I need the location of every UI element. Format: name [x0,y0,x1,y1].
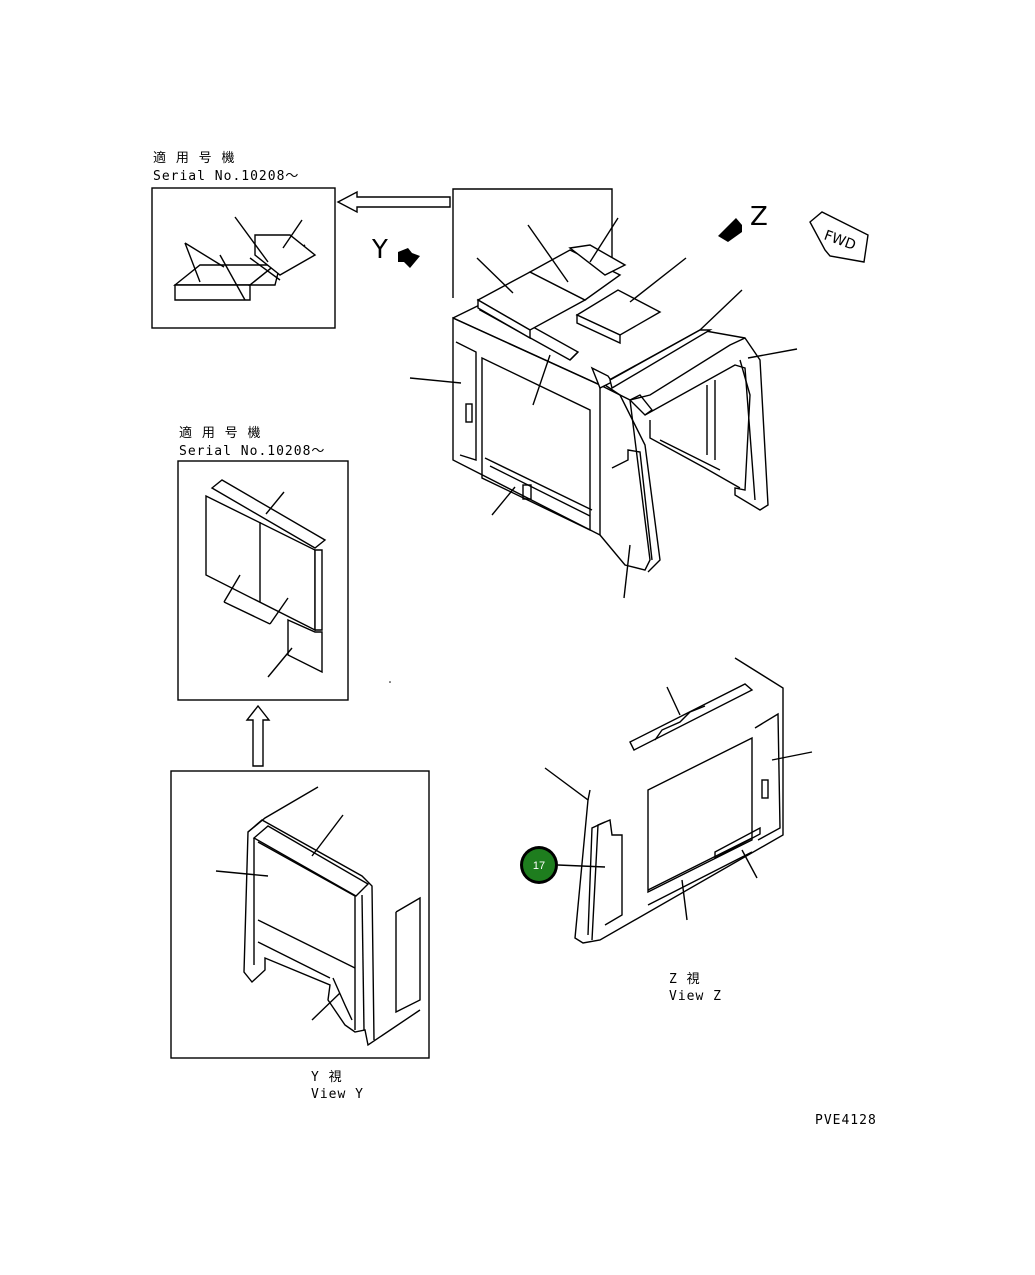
view-y-box: Y 視 View Y [170,770,430,1102]
callout-badge-17[interactable]: 17 [520,846,558,884]
view-y-jp-label: Y 視 [311,1070,343,1085]
drawing-number: PVE4128 [815,1113,877,1128]
arrow-y: Y [371,235,420,268]
arrow-z: Z [718,202,768,242]
arrow-y-label: Y [371,235,388,265]
fwd-marker: FWD [809,211,869,263]
callout-number: 17 [533,860,545,872]
view-z-jp-label: Z 視 [669,972,701,987]
transfer-arrow-up [245,704,271,767]
view-z-label: View Z [669,989,722,1004]
serial-label-2: Serial No.10208～ [179,444,325,459]
arrow-z-label: Z [750,202,768,232]
applicable-label-1: 適 用 号 機 [153,150,235,166]
view-z: Z 視 View Z [544,657,813,1004]
transfer-arrow-left [336,190,451,214]
serial-label-1: Serial No.10208～ [153,169,299,184]
applicable-label-2: 適 用 号 機 [179,425,261,441]
view-y-label: View Y [311,1087,364,1102]
inset-middle-left: 適 用 号 機 Serial No.10208～ [177,425,349,701]
cab-main-view [409,188,798,599]
inset-top-left: 適 用 号 機 Serial No.10208～ [151,150,336,329]
fwd-label: FWD [822,228,858,254]
